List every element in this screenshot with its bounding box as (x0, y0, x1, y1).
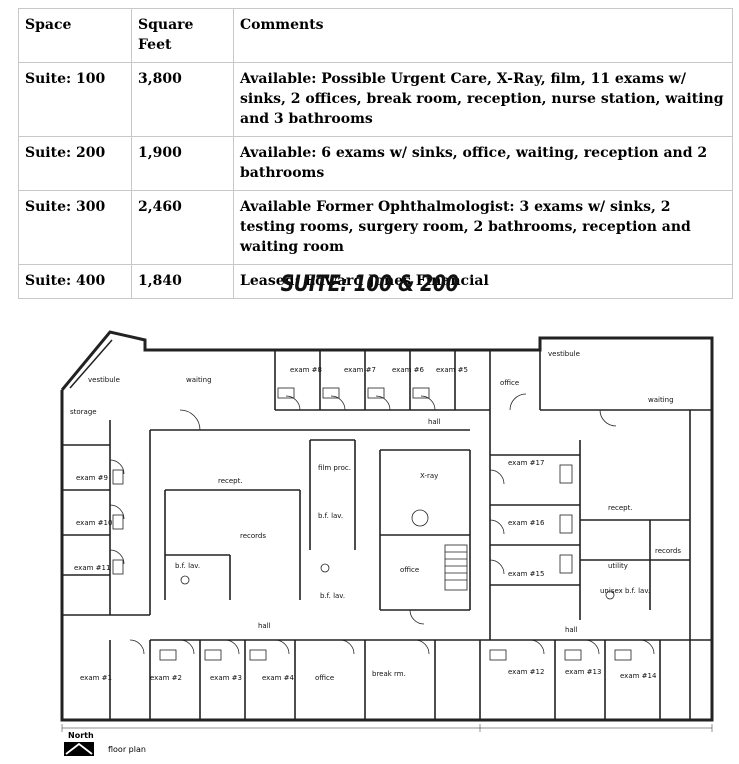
room-label: exam #16 (508, 519, 545, 527)
table-row: Suite: 100 3,800 Available: Possible Urg… (18, 62, 733, 137)
room-label: b.f. lav. (318, 512, 343, 520)
room-label: exam #10 (76, 519, 112, 527)
room-label: office (400, 566, 419, 574)
room-label: hall (565, 626, 578, 634)
room-label: b.f. lav. (175, 562, 200, 570)
cell-space: Suite: 100 (18, 62, 132, 137)
room-label: exam #3 (210, 674, 242, 682)
room-label: break rm. (372, 670, 406, 678)
cell-square-feet: 2,460 (131, 190, 234, 265)
room-label: exam #4 (262, 674, 295, 682)
north-label: North (68, 731, 94, 740)
header-comments: Comments (233, 8, 733, 63)
interior-walls (62, 350, 712, 720)
room-label: exam #15 (508, 570, 544, 578)
room-label: records (240, 532, 266, 540)
room-label: exam #1 (80, 674, 112, 682)
room-label: exam #5 (436, 366, 468, 374)
cell-comments: Available Former Ophthalmologist: 3 exam… (233, 190, 733, 265)
north-arrow-icon (64, 742, 94, 756)
room-label: hall (428, 418, 441, 426)
room-label: waiting (648, 396, 674, 404)
room-label: exam #11 (74, 564, 110, 572)
room-label: recept. (218, 477, 243, 485)
table-row: Suite: 400 1,840 Leased: Edward Jones Fi… (18, 264, 733, 299)
room-label: exam #6 (392, 366, 425, 374)
room-label: vestibule (88, 376, 120, 384)
header-space: Space (18, 8, 132, 63)
room-label: office (315, 674, 334, 682)
cell-comments: Available: 6 exams w/ sinks, office, wai… (233, 136, 733, 191)
room-label: storage (70, 408, 97, 416)
room-label: X-ray (420, 472, 438, 480)
room-label: records (655, 547, 681, 555)
room-label: recept. (608, 504, 633, 512)
dimension-lines (61, 724, 713, 732)
room-label: exam #9 (76, 474, 108, 482)
cell-square-feet: 1,840 (131, 264, 234, 299)
cell-comments: Available: Possible Urgent Care, X-Ray, … (233, 62, 733, 137)
table-row: Suite: 300 2,460 Available Former Ophtha… (18, 190, 733, 265)
cell-square-feet: 3,800 (131, 62, 234, 137)
room-label: office (500, 379, 519, 387)
table-header-row: Space Square Feet Comments (18, 8, 733, 63)
cell-space: Suite: 400 (18, 264, 132, 299)
plan-title: SUITE: 100 & 200 (280, 272, 459, 297)
floor-plan-drawing: vestibule storage waiting exam #8 exam #… (60, 330, 714, 756)
room-label: hall (258, 622, 271, 630)
exterior-walls (60, 330, 714, 722)
room-label: vestibule (548, 350, 580, 358)
cell-comments: Leased: Edward Jones Financial (233, 264, 733, 299)
fixtures (112, 387, 632, 661)
stair (444, 544, 468, 591)
room-label: utility (608, 562, 628, 570)
cell-square-feet: 1,900 (131, 136, 234, 191)
room-label: exam #12 (508, 668, 544, 676)
room-label: exam #13 (565, 668, 601, 676)
room-label: film proc. (318, 464, 351, 472)
room-label: exam #14 (620, 672, 657, 680)
room-label: exam #17 (508, 459, 544, 467)
room-label: exam #7 (344, 366, 376, 374)
table-row: Suite: 200 1,900 Available: 6 exams w/ s… (18, 136, 733, 191)
room-label: waiting (186, 376, 212, 384)
cell-space: Suite: 200 (18, 136, 132, 191)
door-swings (109, 393, 655, 655)
cell-space: Suite: 300 (18, 190, 132, 265)
room-labels: vestibule storage waiting exam #8 exam #… (70, 350, 681, 682)
room-label: exam #8 (290, 366, 322, 374)
room-label: unisex b.f. lav. (600, 587, 650, 595)
room-label: b.f. lav. (320, 592, 345, 600)
room-label: exam #2 (150, 674, 182, 682)
header-square-feet: Square Feet (131, 8, 234, 63)
suite-table: Space Square Feet Comments Suite: 100 3,… (18, 8, 733, 299)
plan-caption: floor plan (108, 745, 146, 754)
